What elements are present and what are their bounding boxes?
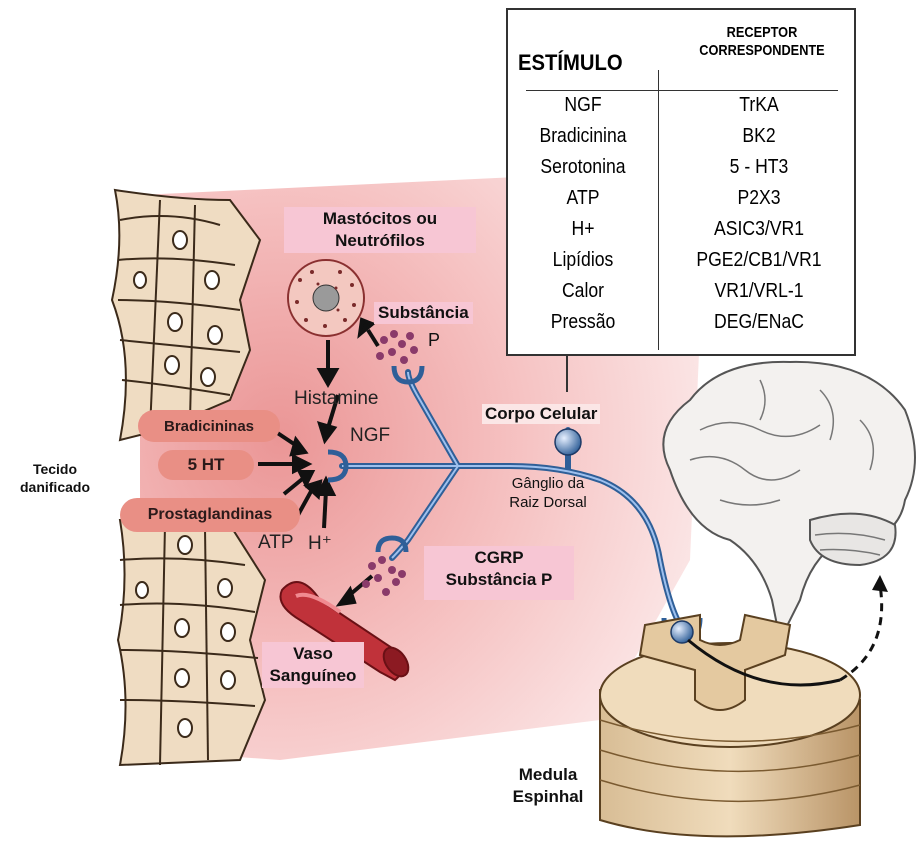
prostaglandins-blob: Prostaglandinas <box>120 498 300 532</box>
receptor-cell: PGE2/CB1/VR1 <box>672 249 846 272</box>
stimulus-cell: Calor <box>517 280 649 303</box>
header-stimulus: ESTÍMULO <box>518 50 623 76</box>
ganglion-label: Gânglio da Raiz Dorsal <box>498 474 598 512</box>
brain-illustration <box>663 362 915 640</box>
stimulus-receptor-table: ESTÍMULO RECEPTOR CORRESPONDENTE NGF TrK… <box>506 8 856 356</box>
mast-cell <box>288 260 364 336</box>
stimulus-cell: Bradicinina <box>517 125 649 148</box>
stimulus-cell: Serotonina <box>517 156 649 179</box>
blood-vessel-label: Vaso Sanguíneo <box>262 642 364 688</box>
receptor-cell: P2X3 <box>672 187 846 210</box>
receptor-cell: 5 - HT3 <box>672 156 846 179</box>
epithelial-tissue-bottom <box>118 520 265 765</box>
stimulus-cell: H+ <box>517 218 649 241</box>
stimulus-cell: ATP <box>517 187 649 210</box>
header-rule <box>526 90 838 91</box>
damaged-tissue-label: Tecido danificado <box>10 460 100 496</box>
ngf-label: NGF <box>350 425 390 447</box>
cgrp-label: CGRP <box>428 547 570 569</box>
stimulus-cell: Lipídios <box>517 249 649 272</box>
substance-p-bottom-label: Substância P <box>428 569 570 591</box>
stimulus-cell: NGF <box>517 94 649 117</box>
histamine-label: Histamine <box>294 388 378 410</box>
h-plus-label: H⁺ <box>308 532 332 555</box>
table-connector <box>566 356 568 392</box>
receptor-cell: DEG/ENaC <box>672 311 846 334</box>
receptor-cell: BK2 <box>672 125 846 148</box>
header-receptor: RECEPTOR CORRESPONDENTE <box>686 24 839 60</box>
bradykinins-blob: Bradicininas <box>138 410 280 442</box>
cell-body-label: Corpo Celular <box>482 404 600 424</box>
stimulus-cell: Pressão <box>517 311 649 334</box>
cell-body-ball <box>555 429 581 455</box>
cgrp-substance-p-box: CGRP Substância P <box>424 546 574 600</box>
ascending-arrow-head <box>872 575 888 592</box>
receptor-cell: ASIC3/VR1 <box>672 218 846 241</box>
p-label: P <box>428 330 440 351</box>
mast-cells-label: Mastócitos ou Neutrófilos <box>284 207 476 253</box>
receptor-cell: VR1/VRL-1 <box>672 280 846 303</box>
spinal-cord-label: Medula Espinhal <box>498 764 598 808</box>
substance-p-top-label: Substância <box>374 302 473 324</box>
five-ht-blob: 5 HT <box>158 450 254 480</box>
column-divider <box>658 70 659 350</box>
receptor-cell: TrKA <box>672 94 846 117</box>
ascending-pathway-dashed <box>840 585 882 680</box>
atp-label: ATP <box>258 532 294 554</box>
